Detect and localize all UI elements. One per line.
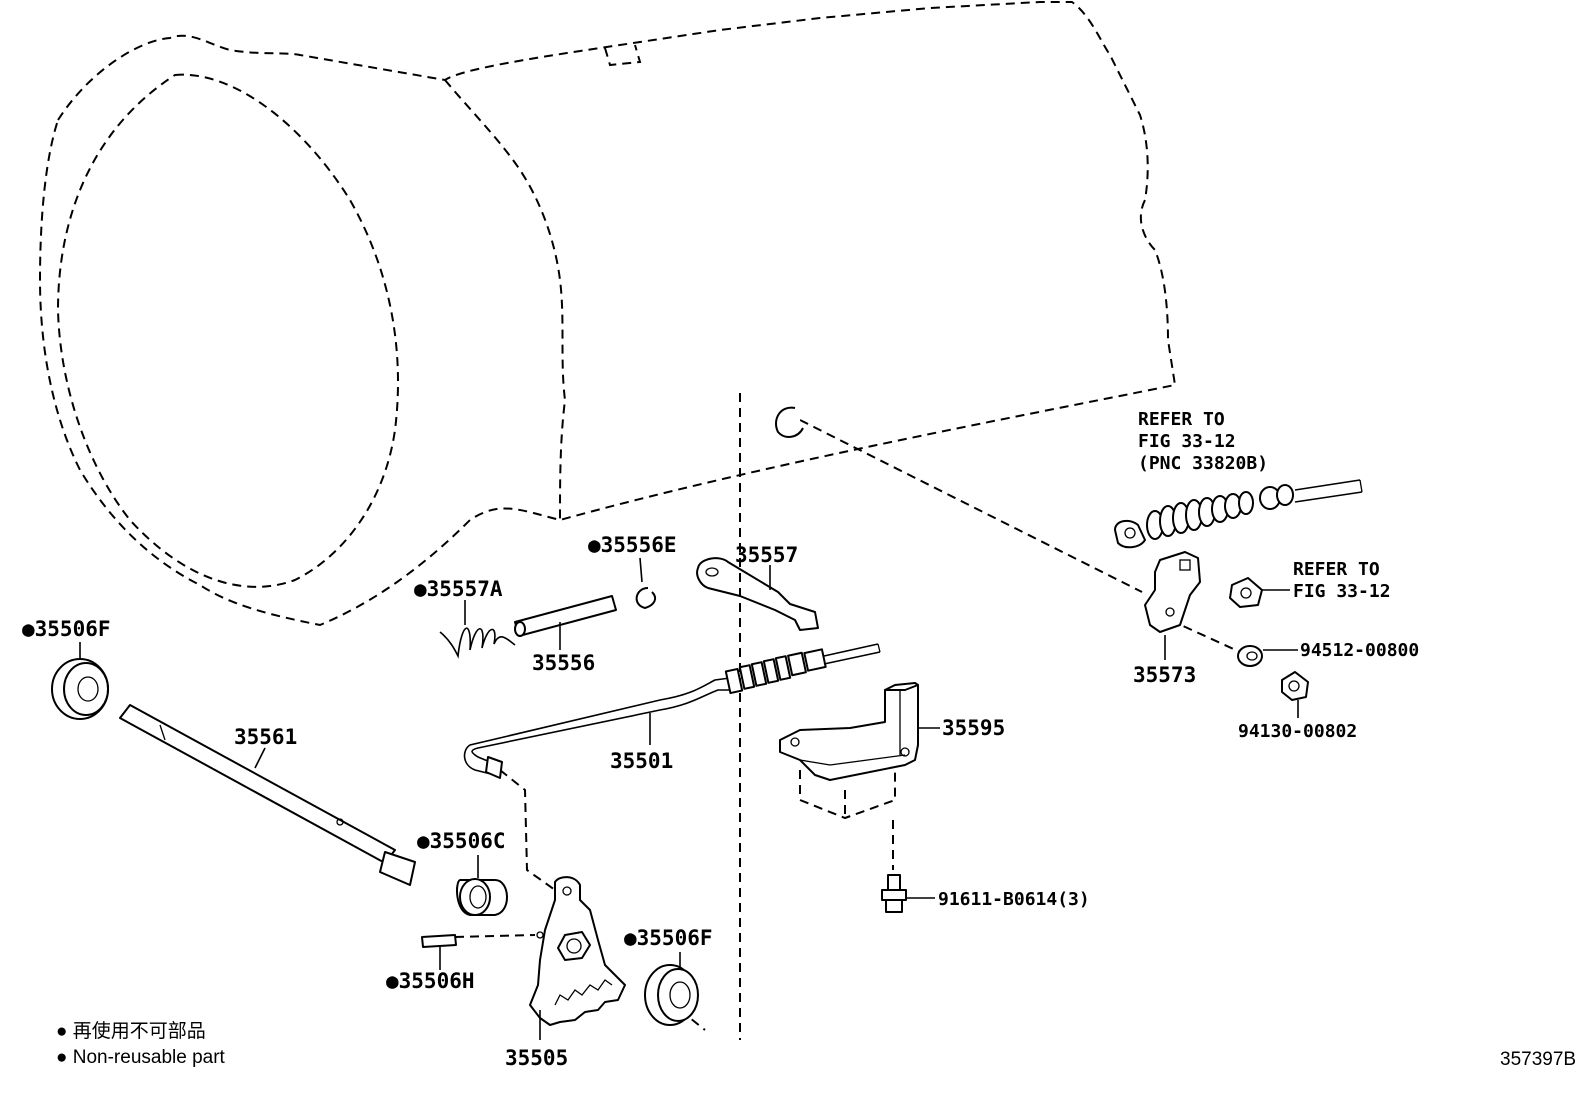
bracket-35595: [779, 682, 940, 781]
shaft-35561: [119, 704, 416, 886]
lever-35557: [696, 557, 819, 631]
label-35556E: ●35556E: [588, 533, 677, 557]
collar-35506C: [456, 855, 508, 916]
figure-id: 357397B: [1500, 1049, 1576, 1070]
pin-35556: [514, 595, 617, 650]
transmission-housing-outline: [38, 1, 1177, 627]
spring-35557A: [439, 600, 516, 659]
ref-cable-line1: REFER TO: [1138, 409, 1225, 430]
ref-nut-line2: FIG 33-12: [1293, 581, 1391, 602]
label-35501: 35501: [610, 749, 673, 773]
ref-cable-line3: (PNC 33820B): [1138, 453, 1268, 474]
seal-35506F-upper: [51, 642, 109, 720]
ref-nut-line1: REFER TO: [1293, 559, 1380, 580]
label-35506F-upper: ●35506F: [22, 617, 111, 641]
label-35506C: ●35506C: [417, 829, 506, 853]
label-35506H: ●35506H: [386, 969, 475, 993]
label-35561: 35561: [234, 725, 297, 749]
ring-housing: [775, 406, 804, 438]
washer-94512: [1237, 645, 1298, 667]
label-35557: 35557: [735, 543, 798, 567]
bolt-91611: [881, 874, 935, 913]
seal-35506F-lower: [644, 952, 699, 1026]
e-clip-35556E: [635, 557, 657, 609]
cable-35501: [463, 643, 881, 779]
transmission-cable-ref: [1114, 479, 1363, 549]
label-35573: 35573: [1133, 663, 1196, 687]
label-35506F-lower: ●35506F: [624, 926, 713, 950]
pin-35506H: [421, 934, 457, 970]
label-35556: 35556: [532, 651, 595, 675]
detent-plate-35505: [529, 876, 626, 1040]
label-35595: 35595: [942, 716, 1005, 740]
ref-cable-line2: FIG 33-12: [1138, 431, 1236, 452]
legend-english: ● Non-reusable part: [56, 1047, 226, 1068]
bracket-35573: [1144, 551, 1201, 660]
nut-ref: [1229, 577, 1290, 608]
label-91611: 91611-B0614(3): [938, 889, 1090, 910]
nut-94130: [1281, 671, 1309, 718]
label-94130: 94130-00802: [1238, 721, 1357, 742]
label-35505: 35505: [505, 1046, 568, 1070]
label-94512: 94512-00800: [1300, 640, 1419, 661]
label-35557A: ●35557A: [414, 577, 503, 601]
legend-japanese: ● 再使用不可部品: [56, 1020, 206, 1042]
